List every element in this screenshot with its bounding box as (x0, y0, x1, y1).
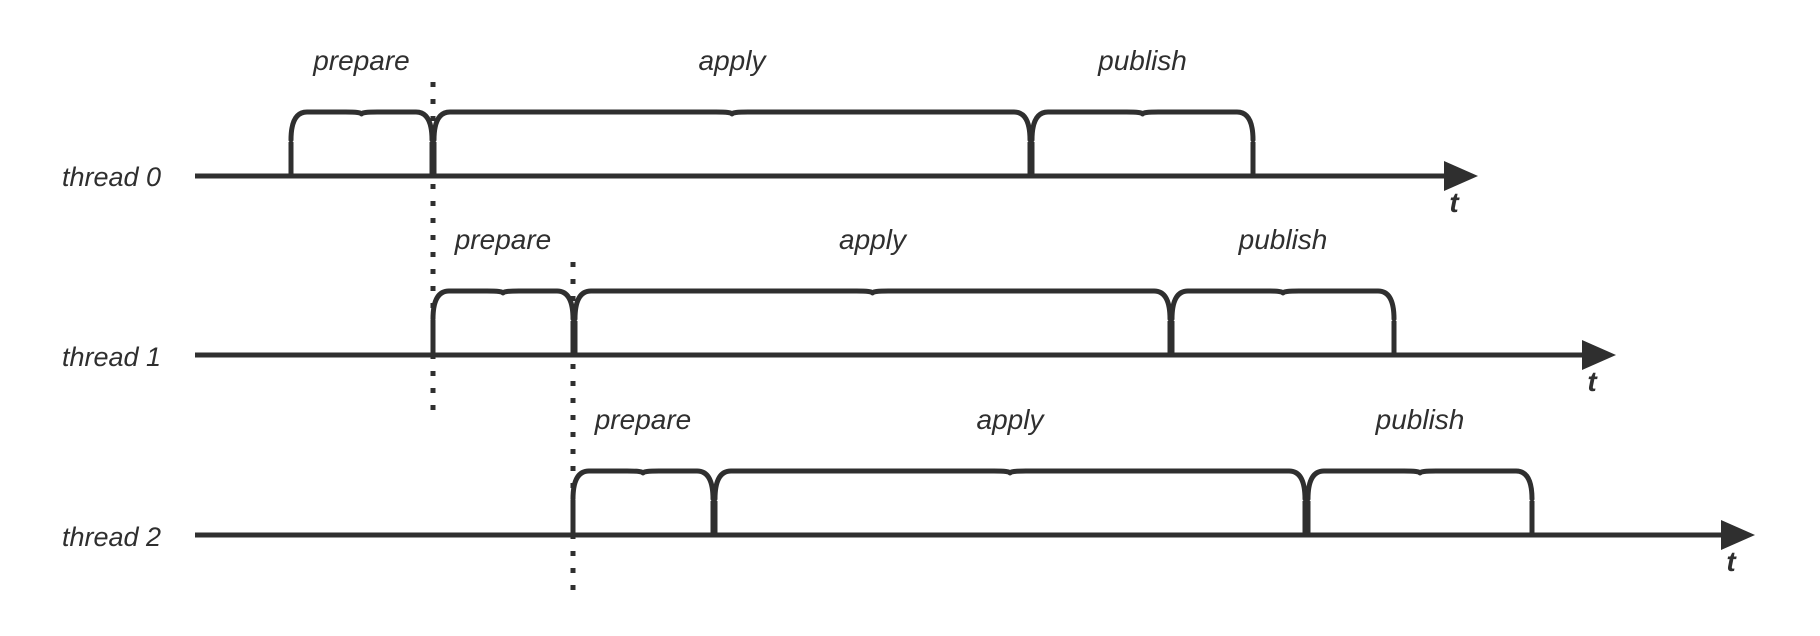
thread-1-apply-label: apply (839, 224, 908, 255)
thread-0-publish-label: publish (1097, 45, 1187, 76)
thread-1-prepare-label: prepare (454, 224, 552, 255)
thread-2-prepare-label: prepare (594, 404, 692, 435)
thread-0-axis-variable-label: t (1449, 187, 1460, 218)
thread-label-2: thread 2 (62, 522, 161, 552)
thread-0-axis-arrow-icon (1444, 161, 1478, 191)
thread-0-prepare-brace (288, 109, 435, 143)
thread-0-apply-label: apply (699, 45, 768, 76)
thread-2-publish-label: publish (1375, 404, 1465, 435)
thread-2-publish-brace (1305, 468, 1535, 502)
thread-1-segment-prepare: prepare (430, 224, 576, 355)
thread-row-1: t prepare apply publish (195, 224, 1616, 397)
thread-2-prepare-brace (570, 468, 716, 502)
thread-labels-group: thread 0 thread 1 thread 2 (62, 162, 161, 552)
thread-2-apply-brace (712, 468, 1308, 502)
thread-row-0: t prepare apply publish (195, 45, 1478, 218)
thread-1-axis-variable-label: t (1587, 366, 1598, 397)
thread-0-segment-prepare: prepare (288, 45, 435, 176)
thread-1-publish-brace (1169, 288, 1397, 322)
thread-label-1: thread 1 (62, 342, 161, 372)
thread-1-publish-label: publish (1238, 224, 1328, 255)
thread-2-segment-apply: apply (712, 404, 1308, 535)
thread-2-segment-prepare: prepare (570, 404, 716, 535)
thread-2-segment-publish: publish (1305, 404, 1535, 535)
thread-1-prepare-brace (430, 288, 576, 322)
sync-lines-group (430, 82, 576, 592)
thread-row-2: t prepare apply publish (195, 404, 1755, 577)
thread-0-apply-brace (431, 109, 1033, 143)
thread-0-prepare-label: prepare (312, 45, 410, 76)
thread-1-segment-apply: apply (572, 224, 1173, 355)
thread-0-publish-brace (1029, 109, 1256, 143)
thread-0-segment-publish: publish (1029, 45, 1256, 176)
thread-2-axis-variable-label: t (1726, 546, 1737, 577)
thread-label-0: thread 0 (62, 162, 161, 192)
thread-2-axis-arrow-icon (1721, 520, 1755, 550)
thread-0-segment-apply: apply (431, 45, 1033, 176)
thread-2-apply-label: apply (977, 404, 1046, 435)
thread-1-apply-brace (572, 288, 1173, 322)
thread-1-segment-publish: publish (1169, 224, 1397, 355)
thread-1-axis-arrow-icon (1582, 340, 1616, 370)
threads-group: t prepare apply publish t prepare apply publish… (195, 45, 1755, 577)
